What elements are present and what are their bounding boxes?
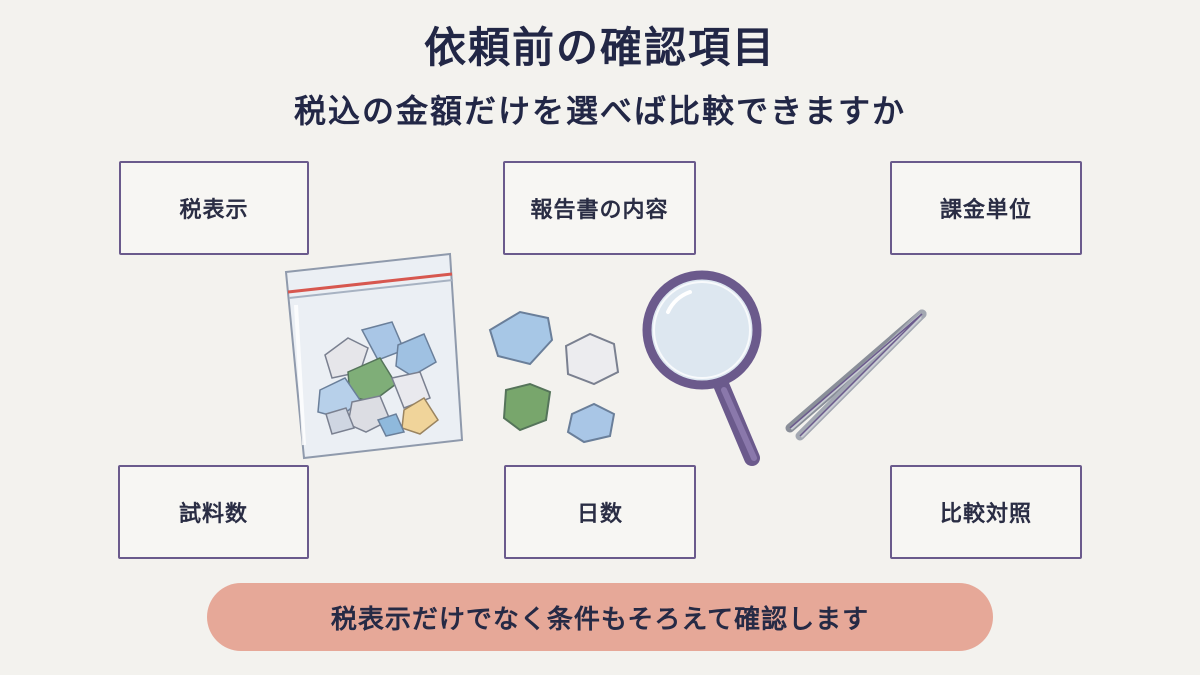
tweezers-icon — [785, 309, 927, 441]
box-report-content-label: 報告書の内容 — [530, 198, 669, 223]
magnifying-glass-icon — [642, 270, 762, 466]
box-comparison: 比較対照 — [890, 465, 1082, 559]
fragment-icon — [564, 332, 620, 386]
box-tax-display: 税表示 — [119, 161, 309, 255]
box-days-label: 日数 — [576, 502, 623, 527]
fragment-icon — [488, 310, 554, 366]
sample-bag-icon — [284, 252, 464, 460]
page-title: 依頼前の確認項目 — [423, 23, 776, 72]
page-subtitle: 税込の金額だけを選べば比較できますか — [293, 92, 906, 130]
box-tax-display-label: 税表示 — [179, 198, 249, 223]
box-sample-count-label: 試料数 — [178, 502, 248, 527]
box-days: 日数 — [504, 465, 696, 559]
summary-banner-text: 税表示だけでなく条件もそろえて確認します — [330, 604, 870, 635]
fragment-icon — [502, 382, 552, 432]
box-comparison-label: 比較対照 — [939, 502, 1032, 527]
box-sample-count: 試料数 — [118, 465, 309, 559]
fragment-icon — [566, 402, 616, 444]
box-billing-unit: 課金単位 — [890, 161, 1082, 255]
summary-banner: 税表示だけでなく条件もそろえて確認します — [207, 583, 993, 651]
box-billing-unit-label: 課金単位 — [939, 198, 1032, 223]
box-report-content: 報告書の内容 — [503, 161, 696, 255]
